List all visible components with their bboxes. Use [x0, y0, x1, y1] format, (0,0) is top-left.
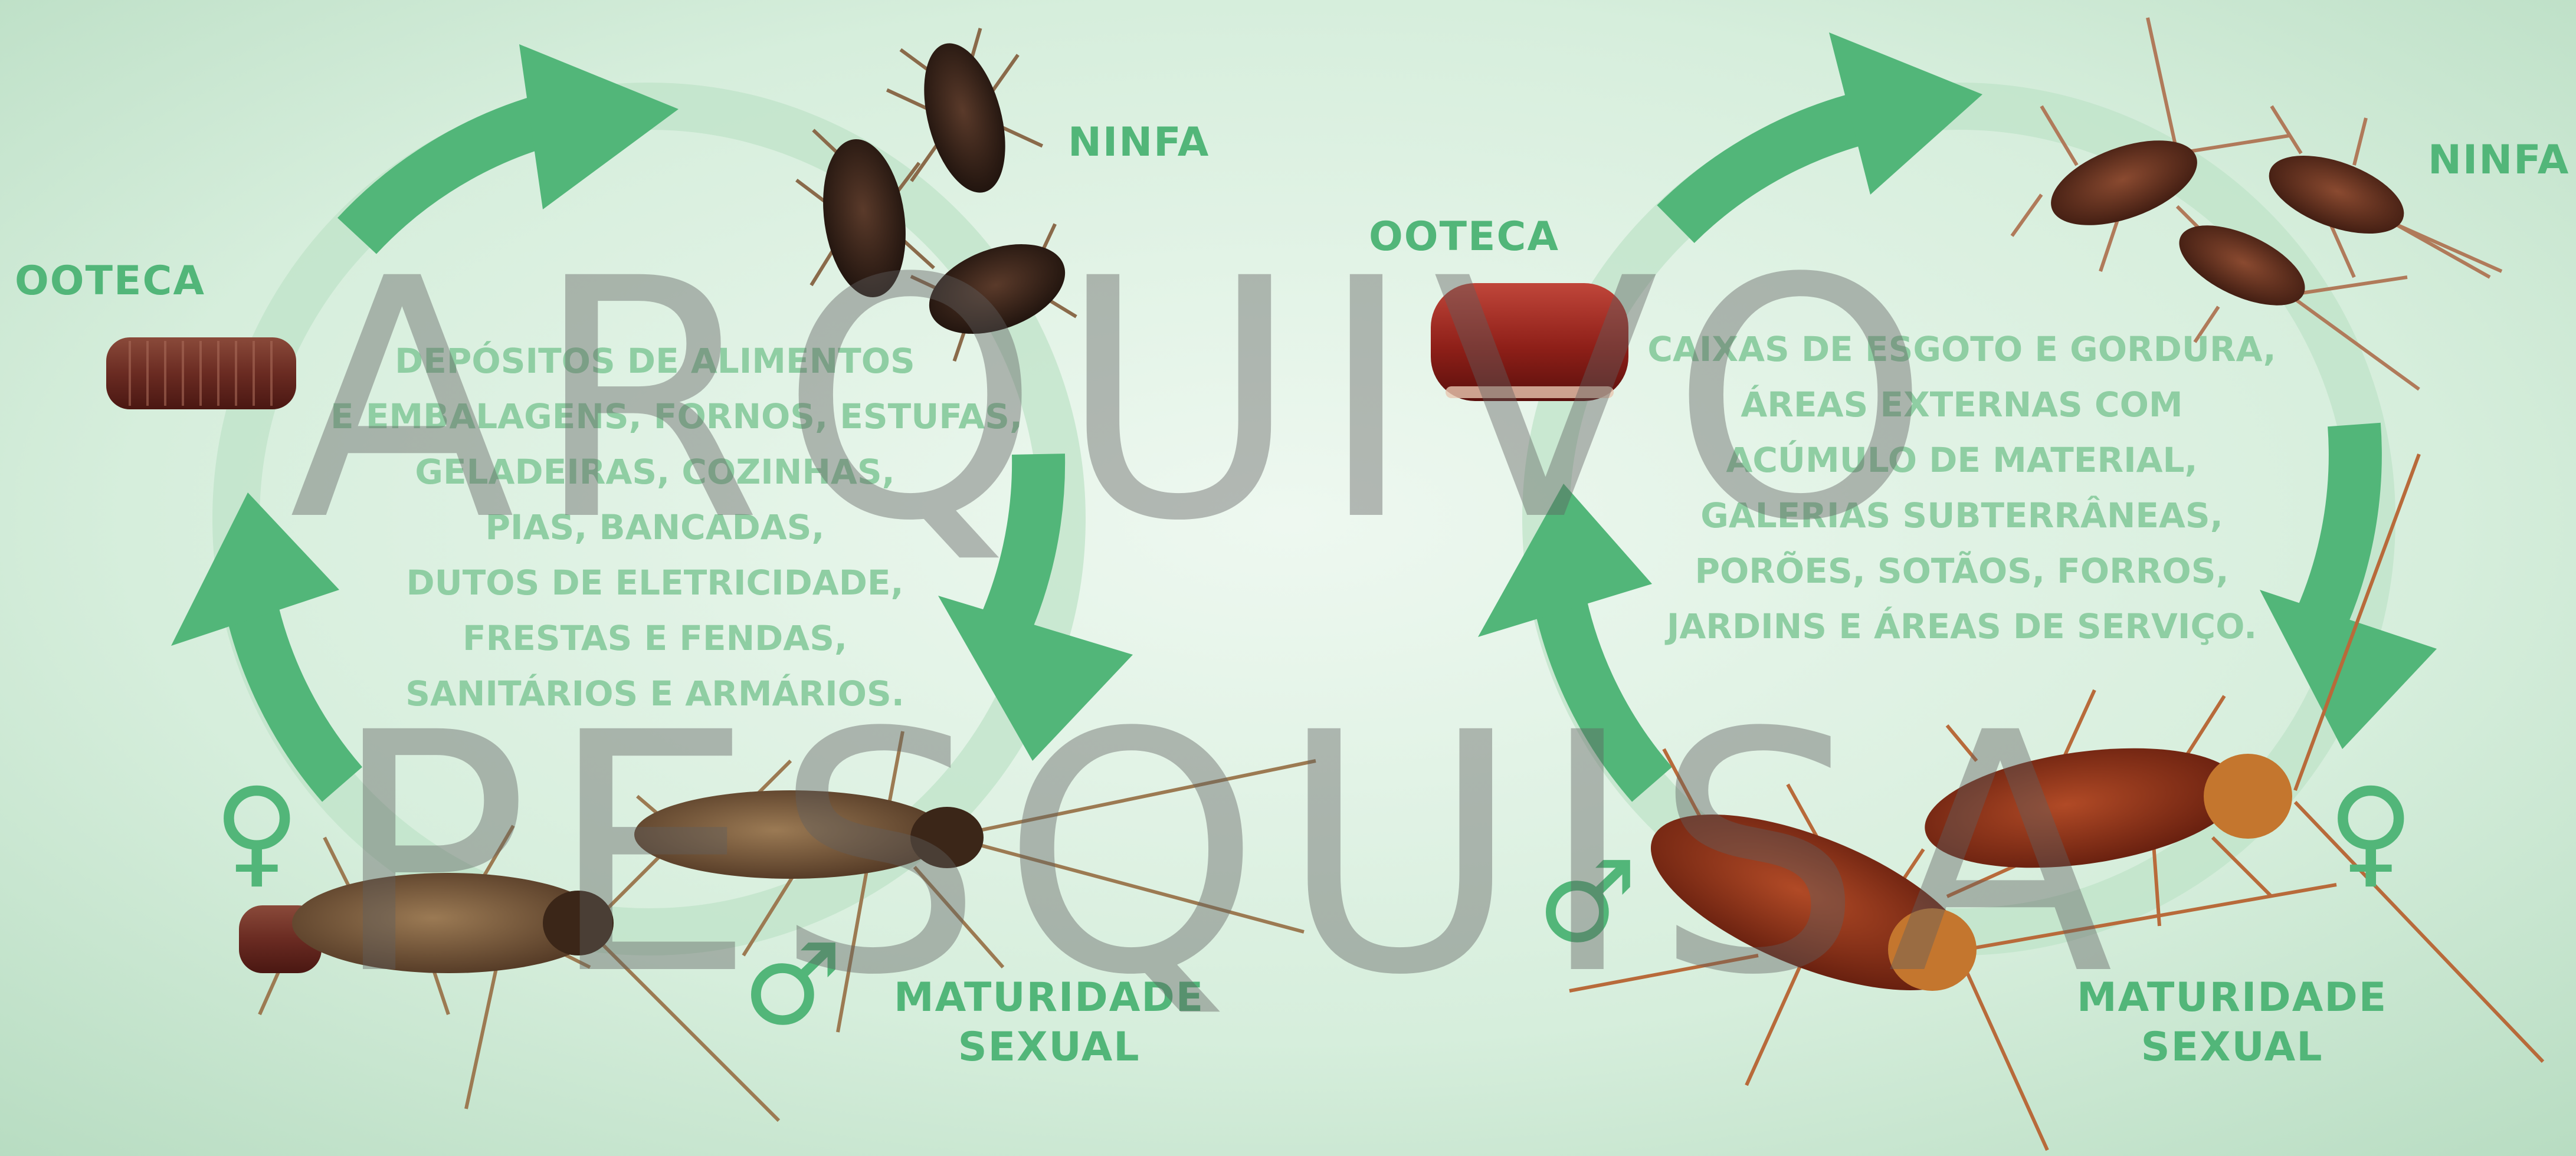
habitat-line: JARDINS E ÁREAS DE SERVIÇO.	[1623, 599, 2301, 654]
watermark-line2: PESQUISA	[330, 690, 2131, 1020]
ooteca-label-left: OOTECA	[15, 257, 205, 306]
habitat-line: FRESTAS E FENDAS,	[330, 610, 979, 666]
ooteca-image-left	[106, 337, 296, 409]
female-symbol-left: ♀	[214, 767, 301, 896]
ninfa-label-right: NINFA	[2428, 136, 2570, 185]
ninfa-label-left: NINFA	[1068, 118, 1210, 168]
watermark-line1: ARQUIVO	[289, 236, 1948, 566]
female-symbol-right: ♀	[2328, 767, 2415, 896]
